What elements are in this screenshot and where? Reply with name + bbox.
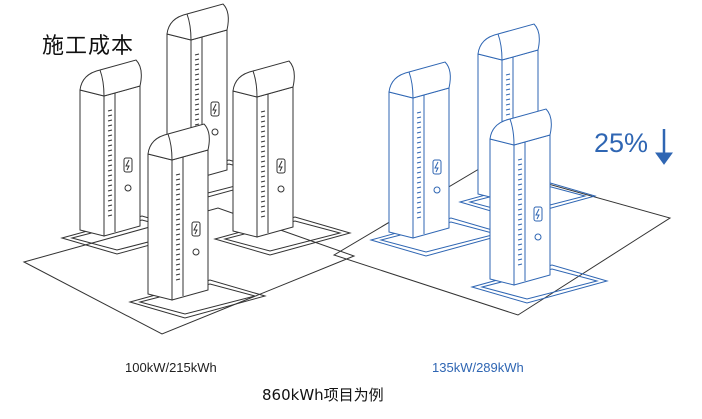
arrow-down-icon [655, 129, 673, 165]
right-layout [332, 23, 672, 316]
left-layout [22, 3, 356, 335]
cost-reduction-value: 25% [594, 128, 649, 158]
project-note: 860kWh项目为例 [262, 386, 384, 404]
left-capacity-label: 100kW/215kWh [125, 360, 217, 375]
right-capacity-label: 135kW/289kWh [432, 360, 524, 375]
page-title: 施工成本 [42, 34, 135, 59]
